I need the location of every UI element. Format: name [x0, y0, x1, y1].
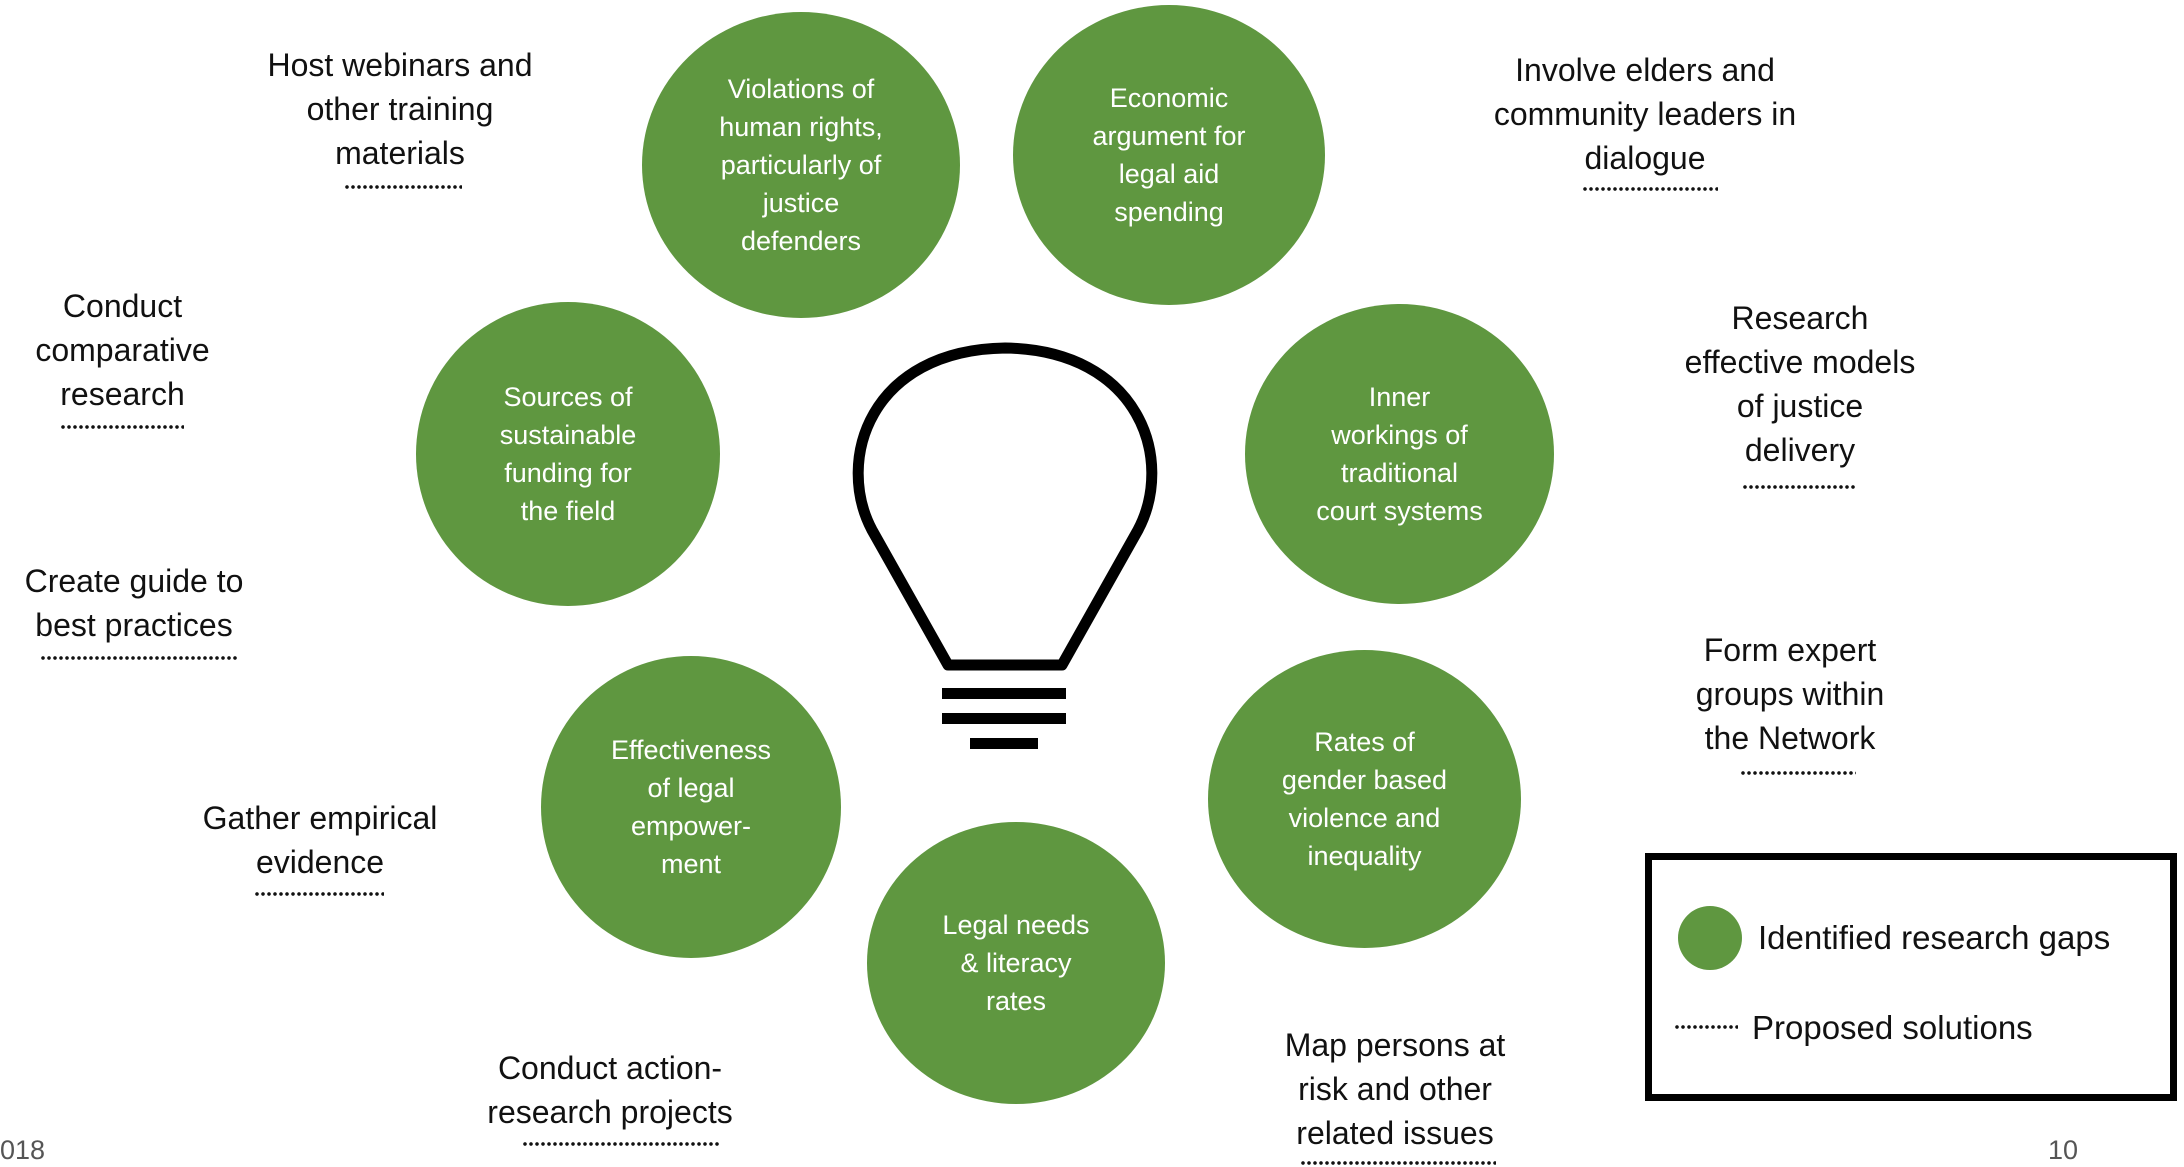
solution-effective-models: Research effective models of justice del…: [1684, 300, 1916, 468]
solution-guide-best-practices: Create guide to best practices: [24, 563, 244, 643]
solution-dotted-underline: [40, 655, 238, 661]
solution-dotted-underline: [1300, 1160, 1496, 1166]
solution-expert-groups: Form expert groups within the Network: [1695, 632, 1885, 756]
legend-green-circle: [1678, 906, 1742, 970]
footer-left-text: 018: [0, 1135, 46, 1165]
gap-circle-traditional-courts: Inner workings of traditional court syst…: [1245, 304, 1554, 604]
solution-involve-elders: Involve elders and community leaders in …: [1493, 52, 1797, 176]
gap-circle-sustainable-funding: Sources of sustainable funding for the f…: [416, 302, 720, 606]
lightbulb-icon: [852, 342, 1158, 749]
solution-empirical-evidence: Gather empirical evidence: [202, 800, 438, 880]
page-number: 10: [2048, 1135, 2079, 1165]
solution-host-webinars: Host webinars and other training materia…: [267, 47, 533, 171]
gap-circle-human-rights: Violations of human rights, particularly…: [642, 12, 960, 318]
gap-circle-legal-needs: Legal needs & literacy rates: [867, 822, 1165, 1104]
solution-dotted-underline: [60, 424, 184, 430]
solution-dotted-underline: [254, 891, 384, 897]
solution-dotted-underline: [1742, 484, 1856, 490]
legend-dotted-line: [1674, 1024, 1738, 1030]
solution-dotted-underline: [522, 1141, 720, 1147]
legend-gaps-label: Identified research gaps: [1758, 919, 2111, 956]
gap-circle-gender-violence: Rates of gender based violence and inequ…: [1208, 650, 1521, 948]
solution-map-persons: Map persons at risk and other related is…: [1284, 1027, 1506, 1151]
gap-circle-economic-argument: Economic argument for legal aid spending: [1013, 5, 1325, 305]
solution-dotted-underline: [344, 184, 462, 190]
solution-dotted-underline: [1740, 770, 1856, 776]
solution-action-research: Conduct action- research projects: [487, 1050, 733, 1130]
legend-box: Identified research gaps Proposed soluti…: [1645, 853, 2177, 1101]
solution-dotted-underline: [1582, 186, 1718, 192]
solution-comparative-research: Conduct comparative research: [35, 288, 210, 412]
legend-solutions-label: Proposed solutions: [1752, 1009, 2033, 1046]
gap-circle-legal-empowerment: Effectiveness of legal empower- ment: [541, 656, 841, 958]
